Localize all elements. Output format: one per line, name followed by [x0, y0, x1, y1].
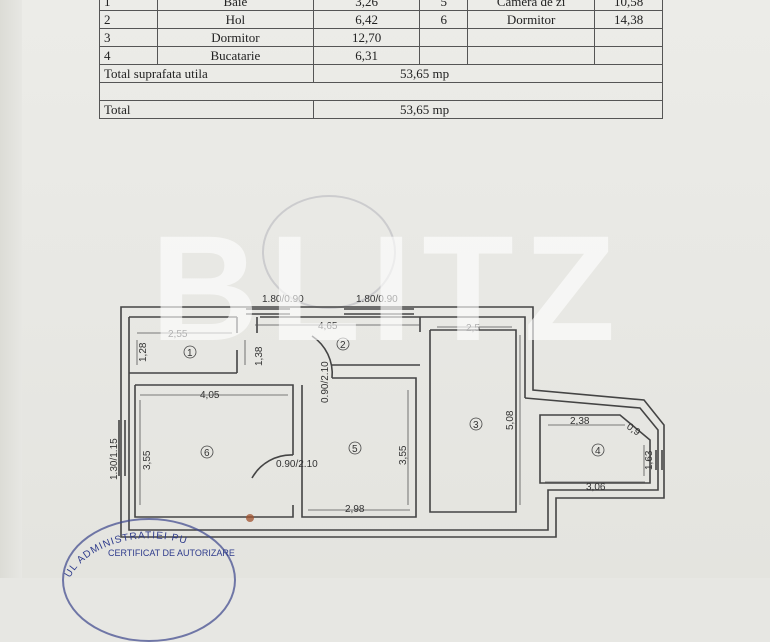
table-row: 4 Bucatarie 6,31: [99, 46, 663, 65]
dimension-lines: [136, 324, 645, 511]
ink-spot: [246, 514, 254, 522]
faded-stamp: [262, 195, 396, 309]
dimension-label: 1,63: [644, 450, 655, 470]
room-name: Dormitor: [156, 28, 315, 47]
dimension-label: 2,38: [570, 416, 590, 427]
dimension-label: 2,55: [168, 329, 188, 340]
dimension-label: 2,98: [345, 504, 365, 515]
total-value: 53,65 mp: [313, 100, 663, 119]
room-markers: 1 2 3 4 5 6: [183, 337, 605, 459]
room-area: 12,70: [313, 28, 421, 47]
window-label: 1.30/1.15: [109, 438, 120, 480]
watermark: BLITZ: [150, 204, 626, 372]
table-row: 3 Dormitor 12,70: [99, 28, 663, 47]
room-number: 4: [595, 446, 601, 457]
dimension-label: 1,28: [138, 342, 149, 362]
dimension-label: 1,38: [254, 346, 265, 366]
room-name: Bucatarie: [156, 46, 315, 65]
dimension-label: 3,55: [142, 450, 153, 470]
dimension-label: 4,05: [200, 390, 220, 401]
seal-text: UL ADMINISTRATIEI PU CERTIFICAT DE AUTOR…: [63, 530, 235, 578]
table-row: 2 Hol 6,42 6 Dormitor 14,38: [99, 10, 663, 29]
room-area: 6,42: [313, 10, 421, 29]
total-row: Total 53,65 mp: [98, 100, 663, 119]
door-label: 0.90/2.10: [276, 459, 318, 470]
area-table: 1 Baie 3,26 5 Camera de zi 10,58 2 Hol 6…: [98, 0, 663, 119]
room-area: 6,31: [313, 46, 421, 65]
dimension-label: 2,5: [466, 323, 480, 334]
door-label: 0.90/2.10: [320, 361, 331, 403]
page-edge: [0, 0, 22, 578]
room-number: 3: [473, 420, 479, 431]
room-number: 5: [352, 444, 358, 455]
dimension-labels: 1.80/0.90 1.80/0.90 2,55 4,65 2,5 1,28 1…: [109, 294, 655, 515]
seal-sub-text: CERTIFICAT DE AUTORIZARE: [108, 548, 235, 558]
dimension-label: 4,65: [318, 321, 338, 332]
total-label: Total: [98, 100, 315, 119]
room-area: 14,38: [594, 10, 663, 29]
room-number: 2: [340, 340, 346, 351]
room-number: 1: [187, 348, 193, 359]
dimension-label: 3,06: [586, 482, 606, 493]
window-label: 1.80/0.90: [262, 294, 304, 305]
dimension-label: 5,08: [505, 410, 516, 430]
window-label: 1.80/0.90: [356, 294, 398, 305]
room-number: 6: [204, 448, 210, 459]
dimension-label: 3,55: [398, 445, 409, 465]
